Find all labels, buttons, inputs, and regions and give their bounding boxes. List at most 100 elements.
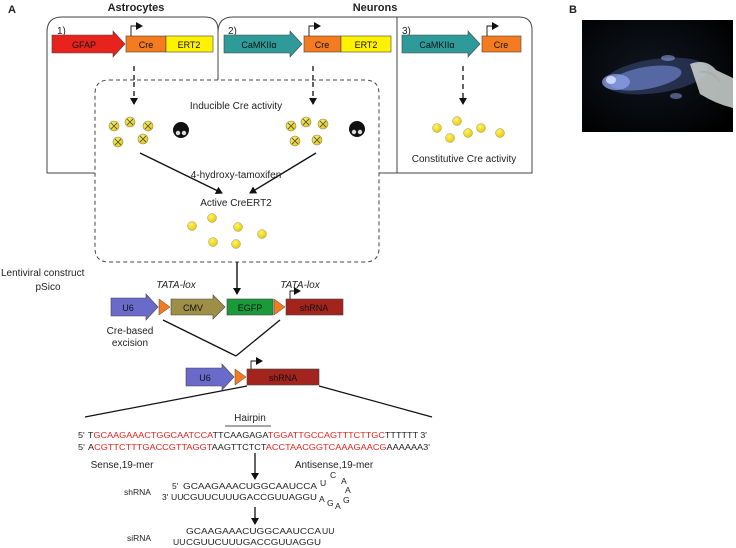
camk-promoter-1 — [223, 30, 303, 58]
construct-3-number: 3) — [402, 26, 411, 37]
ert2-label-2: ERT2 — [355, 40, 378, 50]
dna-top-sense: GCAAGAAACTGGCAATCCA — [93, 430, 213, 440]
inducible-label: Inducible Cre activity — [190, 101, 282, 112]
loop-top-2: C — [330, 470, 336, 480]
psico-label: pSico — [35, 282, 60, 293]
ert2-box-1 — [165, 35, 214, 53]
shrna-label-excised: shRNA — [269, 373, 298, 383]
dna-bottom-5prime: 5' — [78, 442, 85, 452]
converge-arrow-right — [249, 152, 317, 194]
active-cre-dots — [187, 213, 267, 249]
dna-bottom-sense: CGTTCTTTGACCGTTAGGT — [94, 442, 213, 452]
sirna-bottom-strand: CGUUCUUUGACCGUUAGGU — [186, 537, 321, 547]
mouse-fluorescence-photo — [582, 20, 733, 132]
dna-bottom-antisense: ACCTAACGGTCAAAGAACG — [266, 442, 387, 452]
sense-label: Sense,19-mer — [91, 460, 154, 471]
active-creert2-label: Active CreERT2 — [200, 198, 272, 209]
loop-top-3: A — [341, 476, 347, 486]
dna-bottom-3prime: 3' — [423, 442, 430, 452]
lox-site-2 — [273, 298, 286, 316]
ert2-label-1: ERT2 — [178, 40, 201, 50]
antisense-label: Antisense,19-mer — [295, 460, 374, 471]
constitutive-cre-dots — [432, 116, 505, 143]
dna-top-3prime: 3' — [420, 430, 427, 440]
shrna-top-strand: GCAAGAAACUGGCAAUCCA — [183, 481, 317, 491]
camk-label-1: CaMKIIα — [241, 40, 276, 50]
zoom-line-right — [318, 385, 433, 418]
excision-line-left — [162, 319, 237, 357]
dna-top-5prime: 5' — [78, 430, 85, 440]
loop-bottom-2: G — [327, 498, 334, 508]
cre-label-3: Cre — [494, 40, 509, 50]
sirna-bottom-uu: UU — [173, 537, 185, 547]
tss-arrow-2 — [308, 22, 321, 36]
dna-top-loop: TTCAAGAGA — [213, 430, 269, 440]
shrna-bottom-uu: UU — [171, 492, 183, 502]
u6-label-excised: U6 — [199, 373, 211, 383]
egfp-label: EGFP — [238, 303, 263, 313]
hairpin-label: Hairpin — [234, 413, 266, 424]
u6-label: U6 — [122, 303, 134, 313]
converge-arrow-left — [139, 152, 223, 194]
tata-lox-label-1: TATA-lox — [156, 280, 196, 291]
excision-label-1: Cre-based — [107, 326, 154, 337]
egfp-box — [226, 298, 274, 316]
hsp-complex-left — [173, 122, 189, 138]
excision-line-right — [235, 319, 281, 357]
header-neurons: Neurons — [353, 2, 398, 14]
sirna-top-uu: UU — [322, 526, 334, 536]
cmv-promoter — [170, 294, 226, 320]
tss-arrow-1 — [130, 22, 143, 36]
tss-arrow-vector — [289, 287, 301, 299]
shrna-box — [285, 298, 344, 316]
dna-bottom-first: A — [88, 442, 94, 452]
header-astrocytes: Astrocytes — [108, 2, 165, 14]
sirna-top-strand: GCAAGAAACUGGCAAUCCA — [186, 526, 321, 536]
construct-1-number: 1) — [57, 26, 66, 37]
gfap-promoter — [51, 30, 126, 58]
shrna-bottom-3prime: 3' — [162, 492, 169, 502]
inactive-cre-crosses-left — [110, 118, 152, 146]
loop-bottom-3: A — [335, 501, 341, 511]
tata-lox-label-2: TATA-lox — [280, 280, 320, 291]
panel-label-b: B — [569, 4, 577, 16]
loop-bottom-1: A — [319, 494, 325, 504]
dna-bottom-tail: AAAAAA — [387, 442, 424, 452]
zoom-line-left — [84, 385, 248, 418]
cre-label-2: Cre — [315, 40, 330, 50]
shrna-row-label: shRNA — [124, 487, 151, 497]
loop-right-2: G — [343, 495, 350, 505]
panel-label-a: A — [8, 4, 16, 16]
tss-arrow-3 — [486, 22, 499, 36]
ert2-box-2 — [340, 35, 392, 53]
cre-label-1: Cre — [139, 40, 154, 50]
u6-promoter — [110, 293, 159, 321]
lox-site-1 — [158, 298, 171, 316]
loop-right-1: A — [345, 485, 351, 495]
excision-label-2: excision — [112, 338, 148, 349]
sirna-row-label: siRNA — [127, 533, 151, 543]
hsp-complex-right — [349, 121, 365, 137]
cre-box-3 — [481, 35, 522, 53]
gfap-label: GFAP — [72, 40, 96, 50]
dna-bottom-loop: AAGTTCTCT — [212, 442, 268, 452]
dna-top-antisense: TGGATTGCCAGTTTCTTGC — [268, 430, 385, 440]
neuron-box — [217, 16, 533, 174]
inactive-cre-crosses-right — [287, 118, 327, 145]
tss-arrow-excised — [250, 357, 263, 369]
shrna-label: shRNA — [300, 303, 329, 313]
lentiviral-label: Lentiviral construct — [1, 268, 85, 279]
construct-2-number: 2) — [228, 26, 237, 37]
loop-top-1: U — [320, 478, 326, 488]
lox-site-excised — [234, 368, 247, 386]
tamoxifen-label: 4-hydroxy-tamoxifen — [191, 170, 282, 181]
constitutive-label: Constitutive Cre activity — [412, 154, 516, 165]
camk-promoter-2 — [401, 30, 481, 58]
shrna-bottom-strand: CGUUCUUUGACCGUUAGGU — [183, 492, 317, 502]
camk-label-2: CaMKIIα — [419, 40, 454, 50]
shrna-box-excised — [246, 368, 320, 386]
cmv-label: CMV — [183, 303, 203, 313]
